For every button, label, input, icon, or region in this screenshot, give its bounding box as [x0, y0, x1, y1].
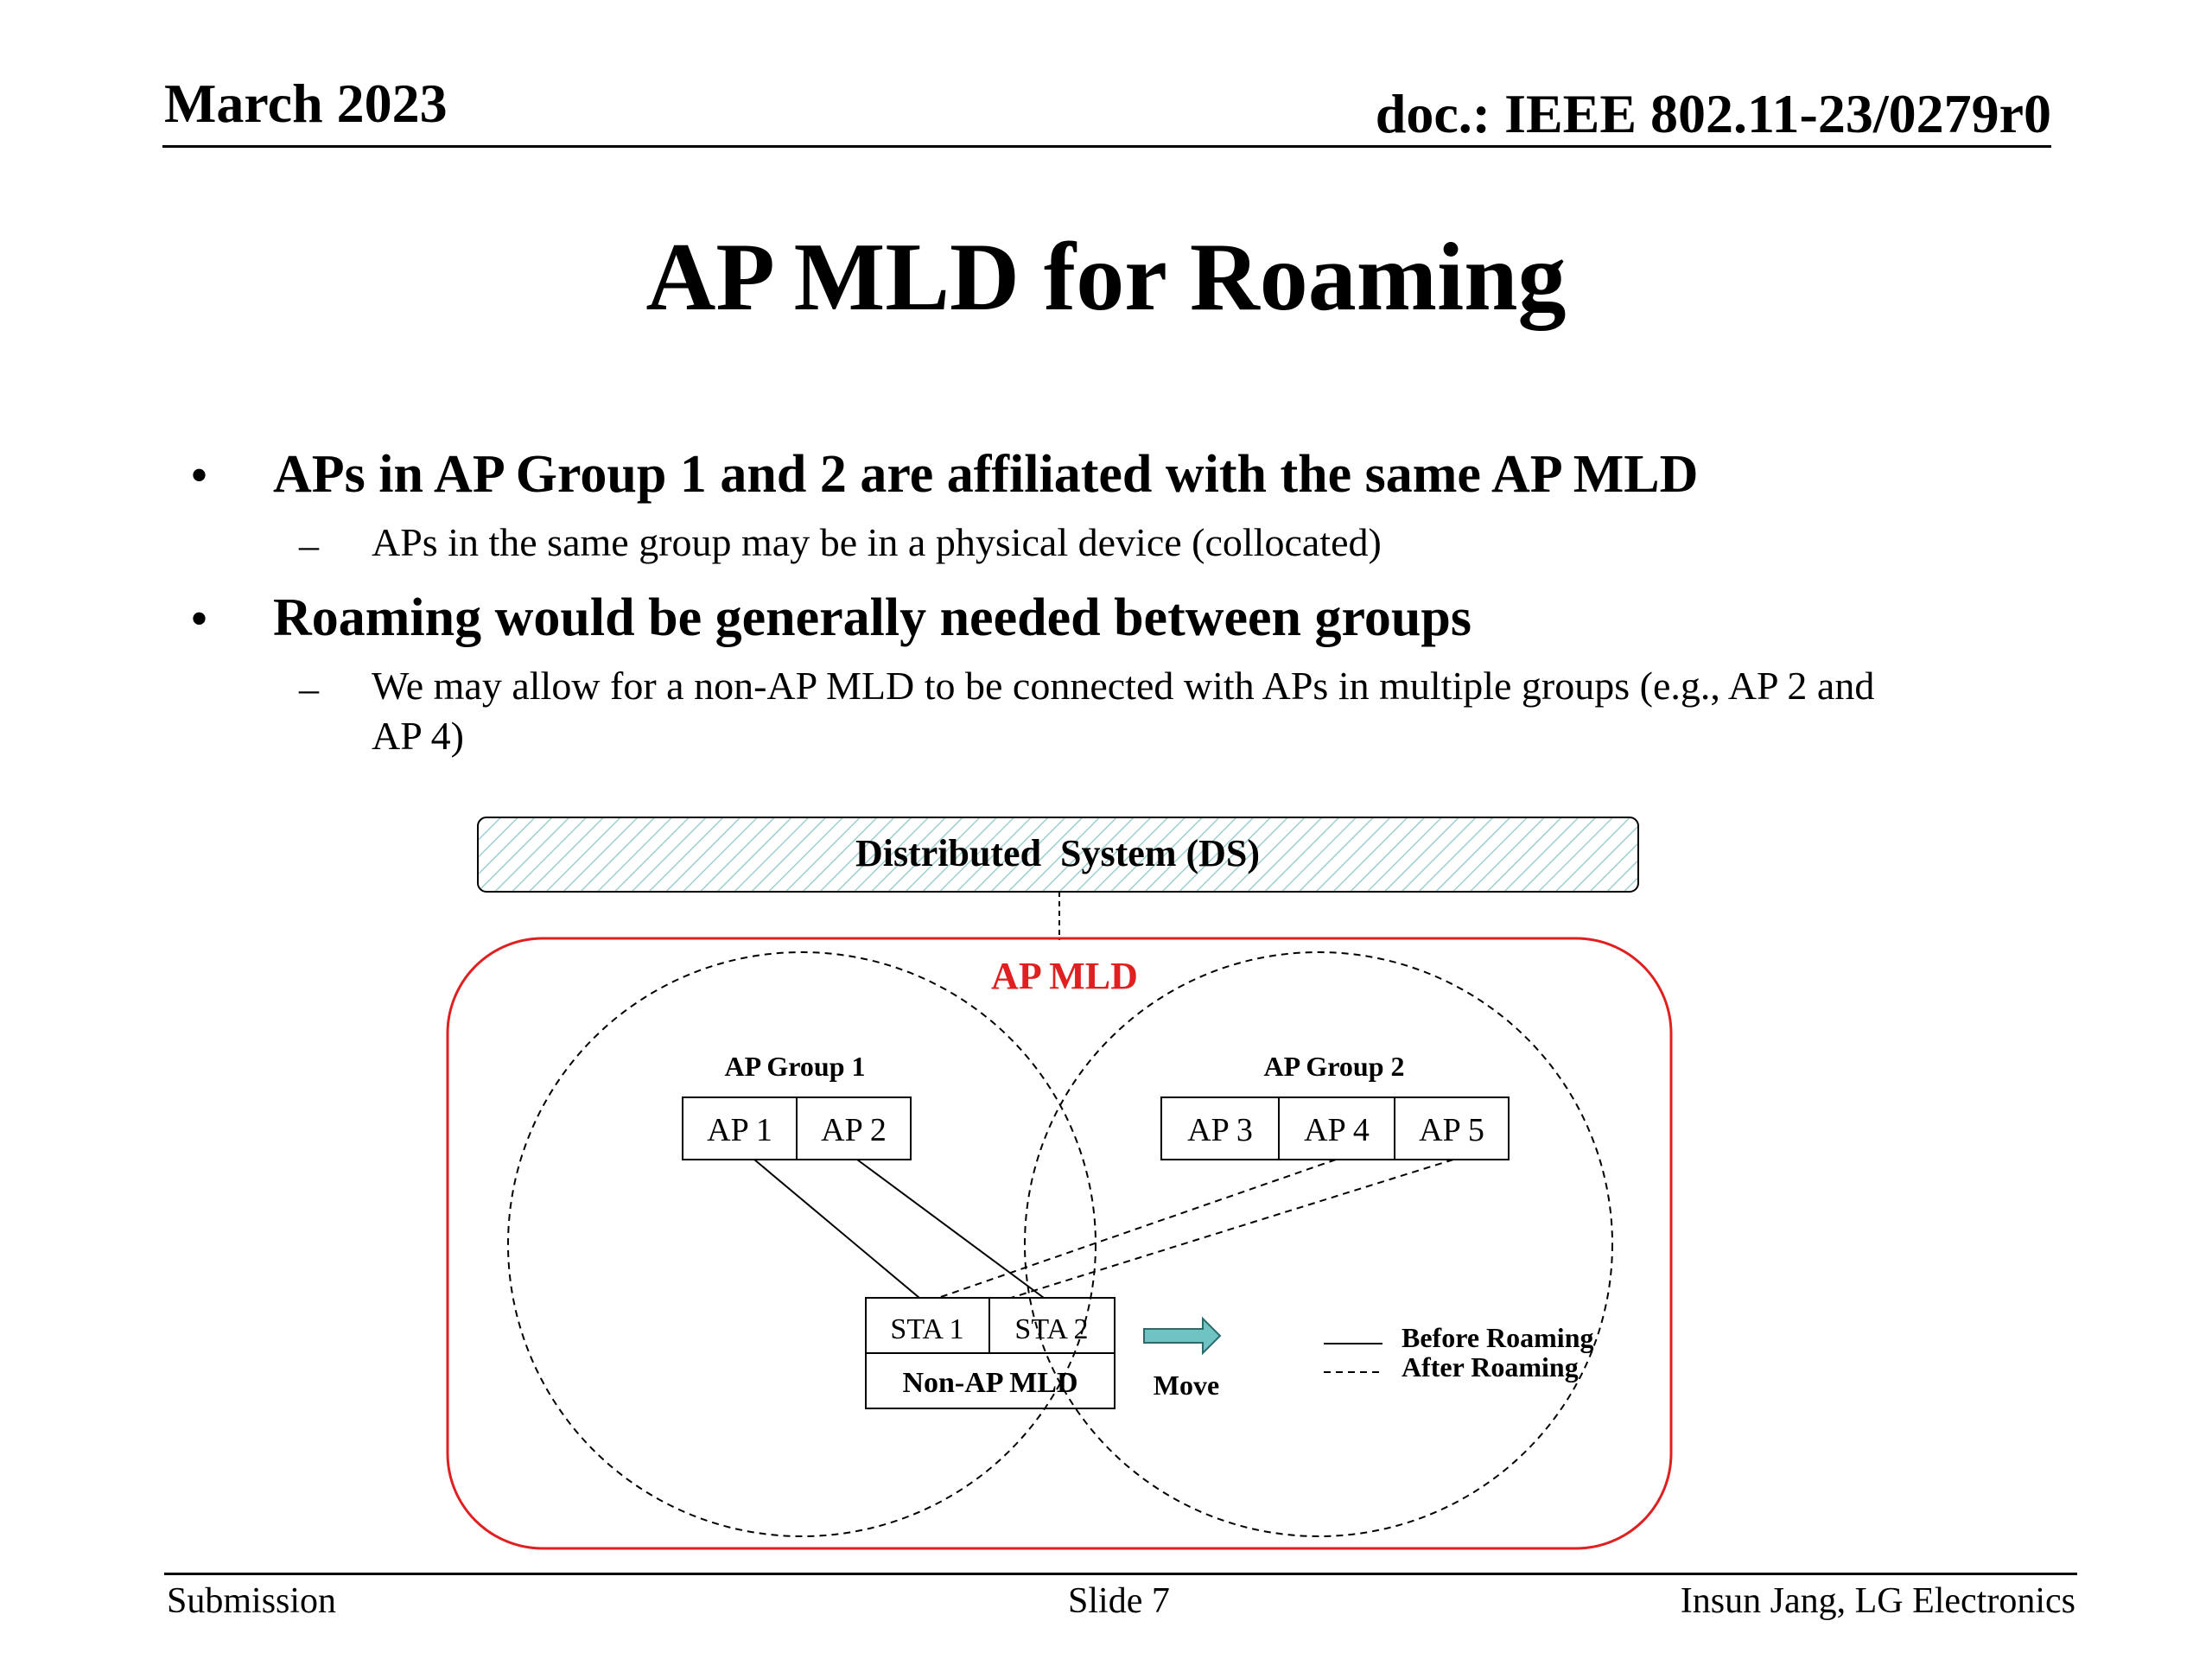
sta-1: STA 1	[890, 1313, 963, 1345]
bullet-1-text: APs in AP Group 1 and 2 are affiliated w…	[273, 445, 1699, 504]
bullet-2-text: Roaming would be generally needed betwee…	[273, 588, 1472, 647]
move-label: Move	[1154, 1370, 1219, 1401]
ap-mld-label: AP MLD	[991, 955, 1138, 997]
sub-bullet-marker: –	[299, 666, 319, 710]
header-date: March 2023	[164, 73, 448, 134]
link-after-ap5-sta2	[1010, 1159, 1454, 1299]
footer-divider	[164, 1573, 2077, 1575]
ap-group-1-coverage	[507, 951, 1096, 1537]
ap-group-2-box	[1160, 1096, 1510, 1160]
ap-group-1-label: AP Group 1	[725, 1051, 866, 1082]
slide-title: AP MLD for Roaming	[645, 224, 1567, 331]
non-ap-mld-label: Non-AP MLD	[902, 1367, 1077, 1399]
ap-1: AP 1	[707, 1112, 772, 1148]
footer-slide-number: Slide 7	[1068, 1581, 1170, 1621]
move-arrow-icon	[1143, 1316, 1222, 1356]
bullet-marker: •	[190, 447, 209, 504]
sub-bullet-marker: –	[299, 523, 319, 567]
ap-5: AP 5	[1419, 1112, 1484, 1148]
link-before-ap2-sta2	[856, 1159, 1045, 1299]
bullet-1-sub-1: APs in the same group may be in a physic…	[372, 520, 1382, 564]
bullet-marker: •	[190, 590, 209, 647]
legend-after-roaming: After Roaming	[1402, 1351, 1579, 1382]
bullet-2-sub-1-line-2: AP 4)	[372, 714, 464, 758]
header-divider	[162, 145, 2051, 148]
link-after-ap4-sta1	[938, 1159, 1337, 1299]
link-before-ap1-sta1	[753, 1159, 920, 1299]
ap-2: AP 2	[821, 1112, 887, 1148]
ap-mld-boundary	[446, 937, 1673, 1550]
ds-label: Distributed System (DS)	[855, 832, 1260, 874]
ap-group-2-label: AP Group 2	[1264, 1051, 1405, 1082]
bullet-2-sub-1-line-1: We may allow for a non-AP MLD to be conn…	[372, 664, 1875, 708]
distributed-system-box	[477, 817, 1639, 893]
ap-4: AP 4	[1304, 1112, 1370, 1148]
footer-submission: Submission	[167, 1581, 337, 1621]
legend-before-roaming: Before Roaming	[1402, 1322, 1593, 1353]
header-doc-number: doc.: IEEE 802.11-23/0279r0	[1375, 83, 2051, 144]
ap-group-2-coverage	[1024, 951, 1613, 1537]
footer-author: Insun Jang, LG Electronics	[1680, 1581, 2075, 1621]
sta-2: STA 2	[1014, 1313, 1088, 1345]
ap-3: AP 3	[1187, 1112, 1253, 1148]
